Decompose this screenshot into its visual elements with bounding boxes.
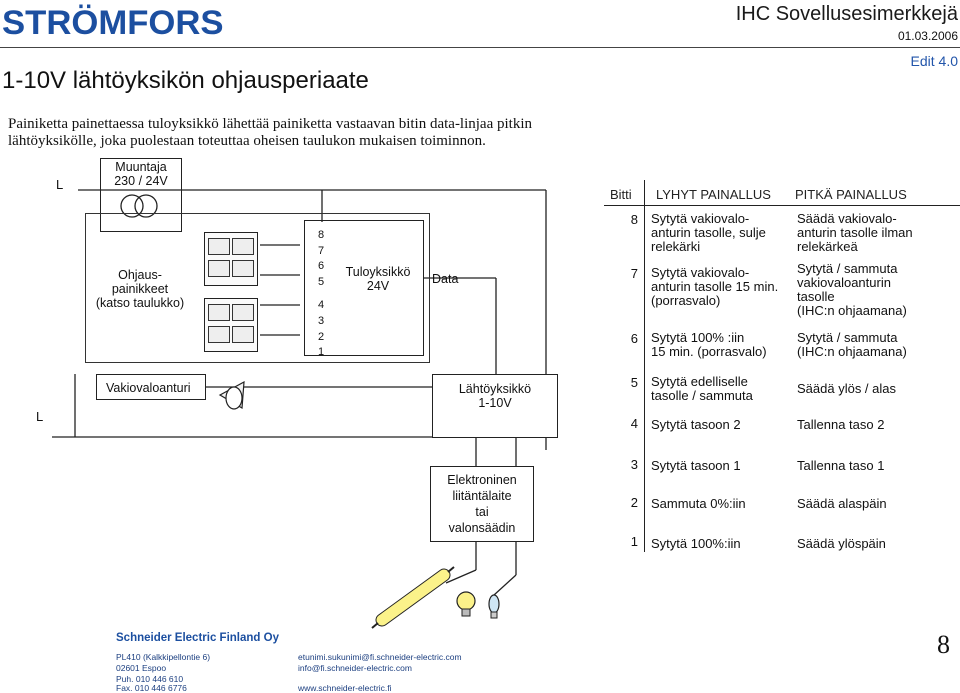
sensor-icon xyxy=(218,380,245,410)
live-label-top: L xyxy=(56,177,64,192)
output-unit-box: Lähtöyksikkö 1-10V xyxy=(432,374,558,438)
table-long-action: Säädä alaspäin xyxy=(797,496,887,511)
bit-number: 5 xyxy=(317,275,325,288)
footer-email2-text[interactable]: info@fi.schneider-electric.com xyxy=(298,663,412,673)
table-long-action: Säädä vakiovalo- anturin tasolle ilman r… xyxy=(797,211,913,254)
edition-label: Edit 4.0 xyxy=(910,53,958,69)
footer-phone: Puh. 010 446 610 xyxy=(116,674,184,684)
table-header-divider xyxy=(604,205,960,206)
push-button[interactable] xyxy=(232,238,254,255)
footer-web[interactable]: www.schneider-electric.fi xyxy=(298,683,392,693)
table-bit: 4 xyxy=(630,416,638,431)
control-frame xyxy=(85,213,430,363)
footer-web-text[interactable]: www.schneider-electric.fi xyxy=(298,683,392,693)
button-panel-upper[interactable] xyxy=(204,232,258,286)
footer-address2: 02601 Espoo xyxy=(116,663,167,673)
table-short-action: Sytytä edelliselle tasolle / sammuta xyxy=(651,374,753,403)
push-button[interactable] xyxy=(208,304,230,321)
table-bit: 6 xyxy=(630,331,638,346)
halogen-lamp-icon xyxy=(488,594,500,619)
page-title: 1-10V lähtöyksikön ohjausperiaate xyxy=(2,67,369,94)
table-header-short: LYHYT PAINALLUS xyxy=(656,187,771,202)
push-button[interactable] xyxy=(232,260,254,277)
footer-email1-text[interactable]: etunimi.sukunimi@fi.schneider-electric.c… xyxy=(298,652,462,662)
table-bit: 7 xyxy=(630,266,638,281)
table-long-action: Säädä ylöspäin xyxy=(797,536,886,551)
table-long-action: Säädä ylös / alas xyxy=(797,381,897,396)
footer-email1[interactable]: etunimi.sukunimi@fi.schneider-electric.c… xyxy=(298,652,462,662)
company-logo: STRÖMFORS xyxy=(2,4,224,42)
input-unit-box xyxy=(304,220,424,356)
table-header-long: PITKÄ PAINALLUS xyxy=(795,187,907,202)
bit-number: 1 xyxy=(317,346,325,359)
push-button[interactable] xyxy=(208,326,230,343)
table-short-action: Sytytä vakiovalo- anturin tasolle, sulje… xyxy=(651,211,766,254)
data-label: Data xyxy=(432,272,459,286)
table-long-action: Tallenna taso 2 xyxy=(797,417,885,432)
bit-number: 2 xyxy=(317,330,325,343)
table-bit: 3 xyxy=(630,457,638,472)
bit-number: 8 xyxy=(317,229,325,241)
push-button[interactable] xyxy=(208,260,230,277)
table-short-action: Sytytä tasoon 1 xyxy=(651,458,741,473)
bit-number: 6 xyxy=(317,260,325,273)
table-long-action: Tallenna taso 1 xyxy=(797,458,885,473)
table-bit: 2 xyxy=(630,495,638,510)
table-short-action: Sytytä tasoon 2 xyxy=(651,417,741,432)
table-bit: 8 xyxy=(630,212,638,227)
table-short-action: Sammuta 0%:iin xyxy=(651,496,746,511)
bit-number: 3 xyxy=(317,314,325,327)
header-divider xyxy=(0,47,960,48)
push-button[interactable] xyxy=(208,238,230,255)
button-panel-lower[interactable] xyxy=(204,298,258,352)
table-long-action: Sytytä / sammuta (IHC:n ohjaamana) xyxy=(797,330,907,359)
push-button[interactable] xyxy=(232,326,254,343)
page-number: 8 xyxy=(937,630,950,659)
light-bulb-icon xyxy=(456,591,476,617)
table-short-action: Sytytä vakiovalo- anturin tasolle 15 min… xyxy=(651,265,779,308)
document-title: IHC Sovellusesimerkkejä xyxy=(735,3,958,25)
footer-company: Schneider Electric Finland Oy xyxy=(116,632,279,644)
buttons-label: Ohjaus- painikkeet (katso taulukko) xyxy=(95,268,185,310)
bit-number-column: 8 7 6 5 4 3 2 1 xyxy=(314,228,328,361)
table-bit: 1 xyxy=(630,534,638,549)
transformer-label: Muuntaja 230 / 24V xyxy=(114,160,168,188)
live-label-bottom: L xyxy=(36,409,44,424)
table-column-divider xyxy=(644,180,645,552)
input-unit-label: Tuloyksikkö 24V xyxy=(345,265,411,293)
intro-paragraph: Painiketta painettaessa tuloyksikkö lähe… xyxy=(8,116,533,149)
table-header-bit: Bitti xyxy=(610,187,632,202)
table-short-action: Sytytä 100% :iin 15 min. (porrasvalo) xyxy=(651,330,767,359)
bit-number: 7 xyxy=(317,244,325,257)
push-button[interactable] xyxy=(232,304,254,321)
table-short-action: Sytytä 100%:iin xyxy=(651,536,741,551)
table-long-action: Sytytä / sammuta vakiovaloanturin tasoll… xyxy=(797,261,907,318)
table-bit: 5 xyxy=(630,375,638,390)
footer-email2[interactable]: info@fi.schneider-electric.com xyxy=(298,663,412,673)
footer-fax: Fax. 010 446 6776 xyxy=(116,683,187,693)
fluorescent-tube-icon xyxy=(371,566,455,629)
bit-number: 4 xyxy=(317,299,325,312)
transformer-box xyxy=(100,158,182,232)
sensor-box xyxy=(96,374,206,400)
document-date: 01.03.2006 xyxy=(897,29,958,43)
footer-address1: PL410 (Kalkkipellontie 6) xyxy=(116,652,211,662)
sensor-label: Vakiovaloanturi xyxy=(106,381,191,395)
electronic-ballast-box: Elektroninen liitäntälaite tai valonsääd… xyxy=(430,466,534,542)
